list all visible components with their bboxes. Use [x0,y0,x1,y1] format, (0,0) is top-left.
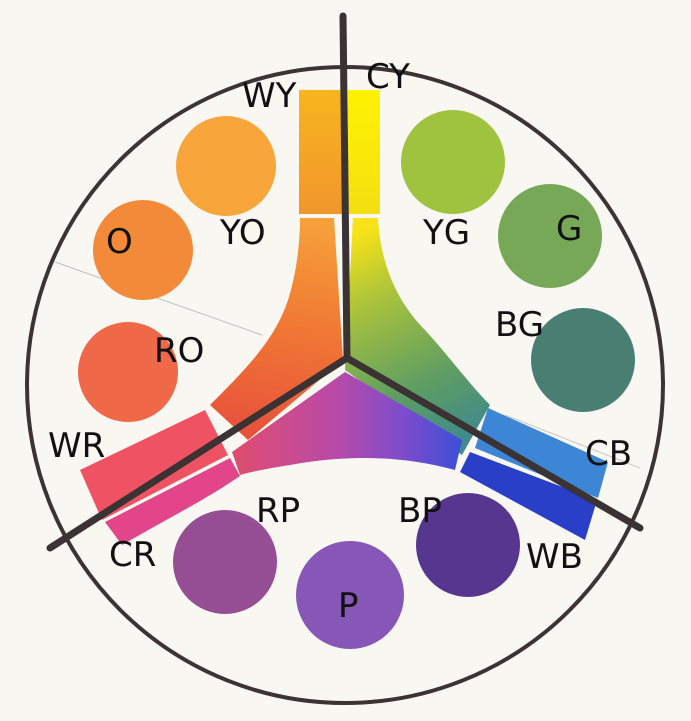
label-cr: CR [109,535,156,575]
label-p: P [338,586,359,626]
label-cy: CY [366,57,410,97]
label-yo: YO [219,213,266,253]
label-cb: CB [585,434,632,474]
cool-yellow-swatch [348,90,380,214]
label-bp: BP [398,491,442,531]
label-g: G [556,209,582,249]
yellow-orange-swatch [176,116,276,216]
label-wb: WB [526,537,583,577]
label-o: O [106,222,133,262]
warm-yellow-swatch [299,90,343,214]
label-wr: WR [48,426,105,466]
divider-top [343,16,347,358]
green-swatch [498,184,602,288]
label-rp: RP [256,491,300,531]
label-yg: YG [422,213,470,253]
label-bg: BG [495,305,544,345]
blue-green-swatch [531,308,635,412]
label-wy: WY [242,76,297,116]
label-ro: RO [154,331,204,371]
yellow-green-swatch [401,110,505,214]
